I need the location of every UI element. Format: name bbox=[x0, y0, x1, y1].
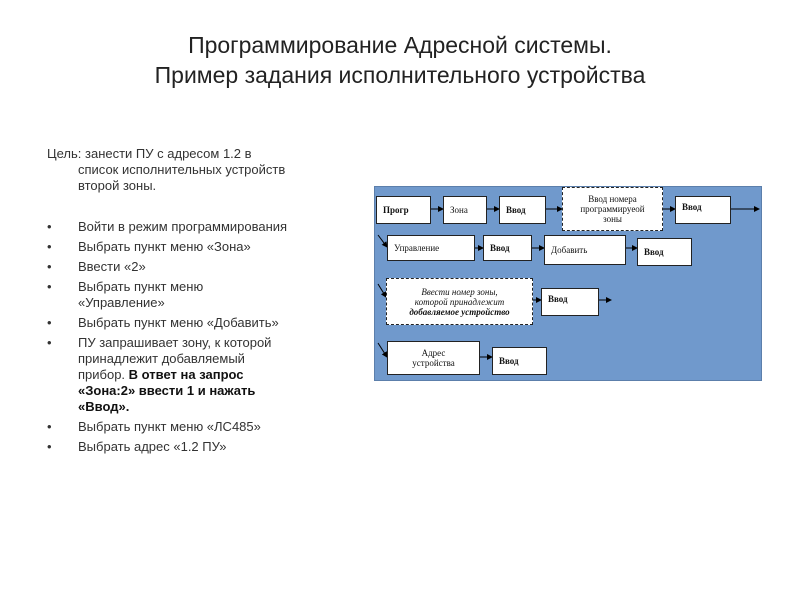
box-vvod-2: Ввод bbox=[675, 196, 731, 224]
box-vvod-4: Ввод bbox=[637, 238, 692, 266]
step-item: •Выбрать адрес «1.2 ПУ» bbox=[47, 439, 227, 454]
step-item: •Выбрать пункт меню«Управление» bbox=[47, 279, 204, 310]
box-zona: Зона bbox=[443, 196, 487, 224]
goal-line-1: Цель: занести ПУ с адресом 1.2 в bbox=[47, 146, 252, 161]
arrow bbox=[377, 283, 387, 298]
goal-text: Цель: занести ПУ с адресом 1.2 в список … bbox=[47, 146, 347, 194]
bullet: • bbox=[47, 335, 52, 350]
box-vvod-1: Ввод bbox=[499, 196, 546, 224]
goal-line-3: второй зоны. bbox=[78, 178, 157, 193]
steps-list: •Войти в режим программирования •Выбрать… bbox=[47, 219, 347, 459]
goal-line-2: список исполнительных устройств bbox=[78, 162, 286, 177]
bullet: • bbox=[47, 279, 52, 294]
bullet: • bbox=[47, 439, 52, 454]
box-enter-zone-number: Ввод номера программируеой зоны bbox=[562, 187, 663, 231]
box-upravlenie: Управление bbox=[387, 235, 475, 261]
step-item: •Выбрать пункт меню «Зона» bbox=[47, 239, 251, 254]
slide-title: Программирование Адресной системы. Приме… bbox=[0, 30, 800, 90]
box-prog: Прогр bbox=[376, 196, 431, 224]
bullet: • bbox=[47, 219, 52, 234]
bullet: • bbox=[47, 419, 52, 434]
step-item: •Выбрать пункт меню «Добавить» bbox=[47, 315, 279, 330]
arrow bbox=[377, 342, 388, 358]
title-line-1: Программирование Адресной системы. bbox=[188, 32, 612, 58]
bullet: • bbox=[47, 315, 52, 330]
box-device-address: Адрес устройства bbox=[387, 341, 480, 375]
bullet: • bbox=[47, 239, 52, 254]
bullet: • bbox=[47, 259, 52, 274]
title-line-2: Пример задания исполнительного устройств… bbox=[154, 62, 646, 88]
diagram-arrows bbox=[377, 206, 760, 360]
box-vvod-5: Ввод bbox=[541, 288, 599, 316]
box-vvod-3: Ввод bbox=[483, 235, 532, 261]
step-item: •Ввести «2» bbox=[47, 259, 146, 274]
step-item: •Войти в режим программирования bbox=[47, 219, 288, 234]
box-vvod-6: Ввод bbox=[492, 347, 547, 375]
step-item: •Выбрать пункт меню «ЛС485» bbox=[47, 419, 261, 434]
box-dobavit: Добавить bbox=[544, 235, 626, 265]
flow-diagram: Прогр Зона Ввод Ввод номера программируе… bbox=[374, 186, 762, 381]
box-enter-device-zone: Ввести номер зоны, которой принадлежит д… bbox=[386, 278, 533, 325]
arrow bbox=[377, 234, 388, 248]
